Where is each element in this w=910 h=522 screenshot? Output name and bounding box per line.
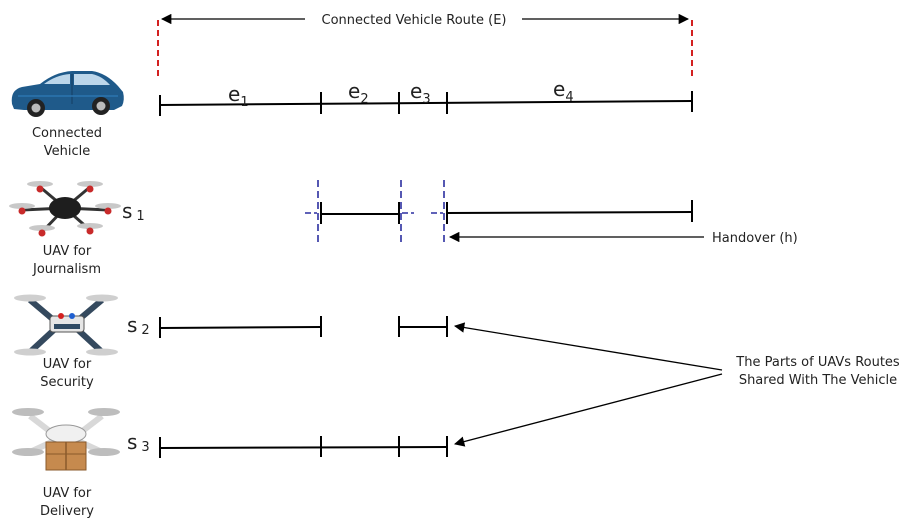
uav3-label-line1: UAV for (43, 486, 92, 501)
segment-label-e4: e4 (553, 77, 574, 105)
shared-label-line1: The Parts of UAVs Routes (735, 355, 900, 370)
uav1-route (305, 180, 693, 243)
segment-label-e2: e2 (348, 79, 369, 107)
route-header: Connected Vehicle Route (E) (157, 13, 693, 80)
vehicle-route: e1 e2 e3 e4 (159, 77, 693, 116)
uav2-route (159, 316, 448, 338)
segment-label-e1: e1 (228, 82, 249, 110)
security-drone-icon (14, 294, 118, 356)
handover-label: Handover (h) (712, 231, 798, 246)
uav2-label-line1: UAV for (43, 357, 92, 372)
car-icon (11, 71, 124, 117)
shared-label-line2: Shared With The Vehicle (739, 373, 897, 388)
uav1-label-line2: Journalism (32, 262, 101, 277)
uav2-label-line2: Security (40, 375, 94, 390)
vehicle-label-line1: Connected (32, 126, 102, 141)
journalism-drone-icon (9, 181, 121, 237)
shared-arrow-s3 (453, 373, 723, 447)
route-label: Connected Vehicle Route (E) (322, 13, 507, 28)
segment-label-e3: e3 (410, 79, 431, 107)
vehicle-label-line2: Vehicle (44, 144, 91, 159)
uav3-label-line2: Delivery (40, 504, 94, 519)
uav3-route (159, 436, 448, 458)
shared-arrow-s2 (453, 322, 723, 371)
uav1-label-line1: UAV for (43, 244, 92, 259)
delivery-drone-icon (12, 408, 120, 471)
